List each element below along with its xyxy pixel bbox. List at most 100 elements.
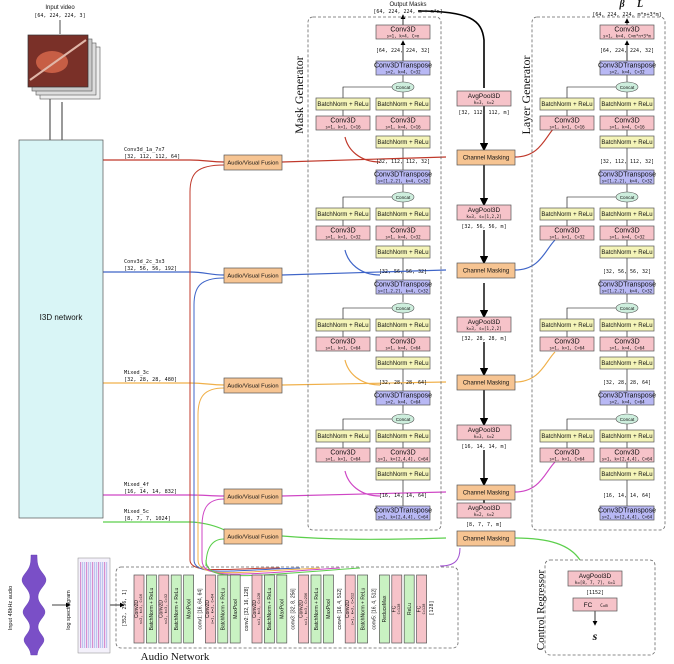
audio-output-shape: [128] (429, 600, 435, 615)
fusion-to-mask-generator-wire (344, 470, 381, 497)
layer-generator-bn-right-2 (599, 356, 655, 370)
video-frame-streak (29, 39, 87, 81)
i3d-tap-wire (103, 271, 225, 276)
mask-generator-stage-transpose (375, 390, 431, 406)
layer-generator-stage-shape: [32, 112, 112, 32] (600, 159, 654, 165)
audio-layer-sub: s=1, k=3, C=128 (257, 593, 261, 625)
spectrogram-band (80, 562, 82, 648)
audio-layer-box (264, 574, 275, 644)
avgpool-sub: k=2, s=2 (474, 512, 495, 517)
mask-generator-bn-right-2 (375, 135, 431, 149)
spectrogram-label: log spectrogram (66, 590, 72, 630)
fusion-to-mask-generator-wire (344, 249, 381, 276)
layer-generator-bn-right-label: BatchNorm + ReLu (601, 212, 652, 218)
layer-generator-output-conv-title: Conv3D (614, 27, 639, 34)
layer-generator-conv-left (539, 115, 595, 131)
layer-generator-conv-left (539, 225, 595, 241)
layer-generator-output-conv-sub: s=1, k=4, C=m*n+3*m (603, 33, 651, 38)
mask-generator-conv-left (315, 225, 371, 241)
mask-generator-bn-right-2-label: BatchNorm + ReLu (377, 361, 428, 367)
audio-to-fusion-wire (197, 387, 321, 574)
mask-output-title: Output Masks (389, 2, 426, 8)
layer-generator-conv-left-title: Conv3D (554, 450, 579, 457)
audio-layer-label: BatchNorm + ReLu (314, 587, 320, 630)
audio-visual-fusion-label: Audio/Visual Fusion (227, 535, 278, 541)
audio-layer-box (310, 574, 322, 644)
layer-generator-stage-shape: [32, 56, 56, 32] (603, 269, 651, 275)
fusion-to-mask-wire (281, 381, 447, 386)
fusion-to-mask-generator-wire (344, 136, 381, 163)
audio-layer-label: FC (392, 605, 398, 612)
mask-generator-output-conv-title: Conv3D (390, 27, 415, 34)
spectrogram-band (90, 562, 92, 648)
avgpool-sub: k=3, s=2 (474, 434, 495, 439)
avgpool-sub: k=3, s=[1,2,2] (466, 214, 501, 219)
audio-layer-label: BatchNorm + ReLu (149, 587, 155, 630)
mask-generator-bn-left (315, 207, 371, 221)
spectrogram-band (100, 562, 102, 648)
mask-generator-concat (391, 302, 415, 314)
audio-visual-fusion-label: Audio/Visual Fusion (227, 495, 278, 501)
mask-generator-concat-label: Concat (396, 417, 411, 422)
layer-generator-top-transpose-sub: s=2, k=4, C=32 (609, 69, 645, 74)
layer-generator-conv-left-title: Conv3D (554, 228, 579, 235)
mask-generator-conv-left (315, 447, 371, 463)
spectrogram-band (86, 562, 88, 648)
audio-layer-box (357, 574, 368, 644)
layer-generator-top-transpose-title: Conv3DTranspose (598, 63, 656, 70)
audio-to-fusion-wire (201, 498, 341, 575)
spectrogram-band (102, 562, 104, 648)
regressor-avgpool-box (567, 570, 623, 587)
audio-layer-label: Conv2D (252, 600, 258, 618)
mask-generator-concat-label: Concat (396, 306, 411, 311)
layer-generator-bn-left-label: BatchNorm + ReLu (541, 323, 592, 329)
layer-generator-conv-left-title: Conv3D (554, 118, 579, 125)
audio-layer-box (133, 574, 145, 644)
layer-generator-concat (615, 413, 639, 425)
i3d-tap-name: Conv3d_2c_3x3 (124, 259, 165, 265)
channel-masking-label: Channel Masking (463, 537, 509, 543)
mask-generator-bn-right (375, 207, 431, 221)
mask-generator-concat (391, 81, 415, 93)
layer-generator-concat (615, 191, 639, 203)
avgpool-title: AvgPool3D (468, 427, 501, 434)
mask-generator-top-transpose (375, 60, 431, 76)
audio-layer-sub: C=128 (422, 604, 426, 615)
mask-output-shape: [64, 224, 224, m + m*n] (373, 9, 442, 15)
mask-generator-stage-transpose-sub: s=[1,2,2], k=4, C=32 (378, 288, 429, 293)
layer-generator-bn-right-2 (599, 135, 655, 149)
layer-generator-concat (615, 302, 639, 314)
mask-generator-bn-left-label: BatchNorm + ReLu (317, 102, 368, 108)
audio-visual-fusion-label: Audio/Visual Fusion (227, 161, 278, 167)
mask-generator-bn-right (375, 318, 431, 332)
input-video-shape: [64, 224, 224, 3] (34, 13, 85, 19)
control-regressor-title: Control Regressor (535, 569, 547, 650)
mask-generator-stage-shape: [32, 28, 28, 64] (379, 380, 427, 386)
mask-generator-conv-right-sub: s=1, k=4, C=16 (385, 124, 421, 129)
audio-layer-label: conv4: [16, 4, 512] (337, 588, 343, 630)
audio-layer-label: ReLu (407, 603, 413, 615)
fusion-to-mask-generator-wire (344, 359, 381, 386)
audio-layer-label: BatchNorm + ReLu (360, 587, 366, 630)
mask-generator-bn-left (315, 97, 371, 111)
audio-network-container (115, 566, 459, 649)
audio-layer-box (170, 574, 182, 644)
layer-generator-bottom-shape: [16, 14, 14, 64] (603, 493, 651, 499)
mask-generator-stage-transpose (375, 279, 431, 295)
audio-layer-label: MaxPool (280, 599, 286, 618)
layer-generator-stage-transpose-title: Conv3DTranspose (598, 282, 656, 289)
layer-output-shape: [64, 224, 224, m*n+3*m] (592, 12, 661, 18)
regressor-fc-title: FC (584, 602, 593, 609)
layer-generator-conv-right-title: Conv3D (614, 118, 639, 125)
spectrogram-band (94, 562, 96, 648)
i3d-tap-name: Conv3d_1a_7x7 (124, 147, 165, 153)
layer-generator-bn-right-2-label: BatchNorm + ReLu (601, 472, 652, 478)
mask-output-to-pool-wire (417, 10, 485, 88)
mask-generator-conv-right (375, 225, 431, 241)
mask-generator-output-conv (375, 24, 431, 40)
i3d-tap-wire (103, 494, 225, 497)
fusion-to-mask-wire (281, 535, 447, 540)
i3d-tap-shape: [32, 56, 56, 192] (124, 266, 177, 272)
audio-to-fusion-wire (193, 277, 301, 572)
